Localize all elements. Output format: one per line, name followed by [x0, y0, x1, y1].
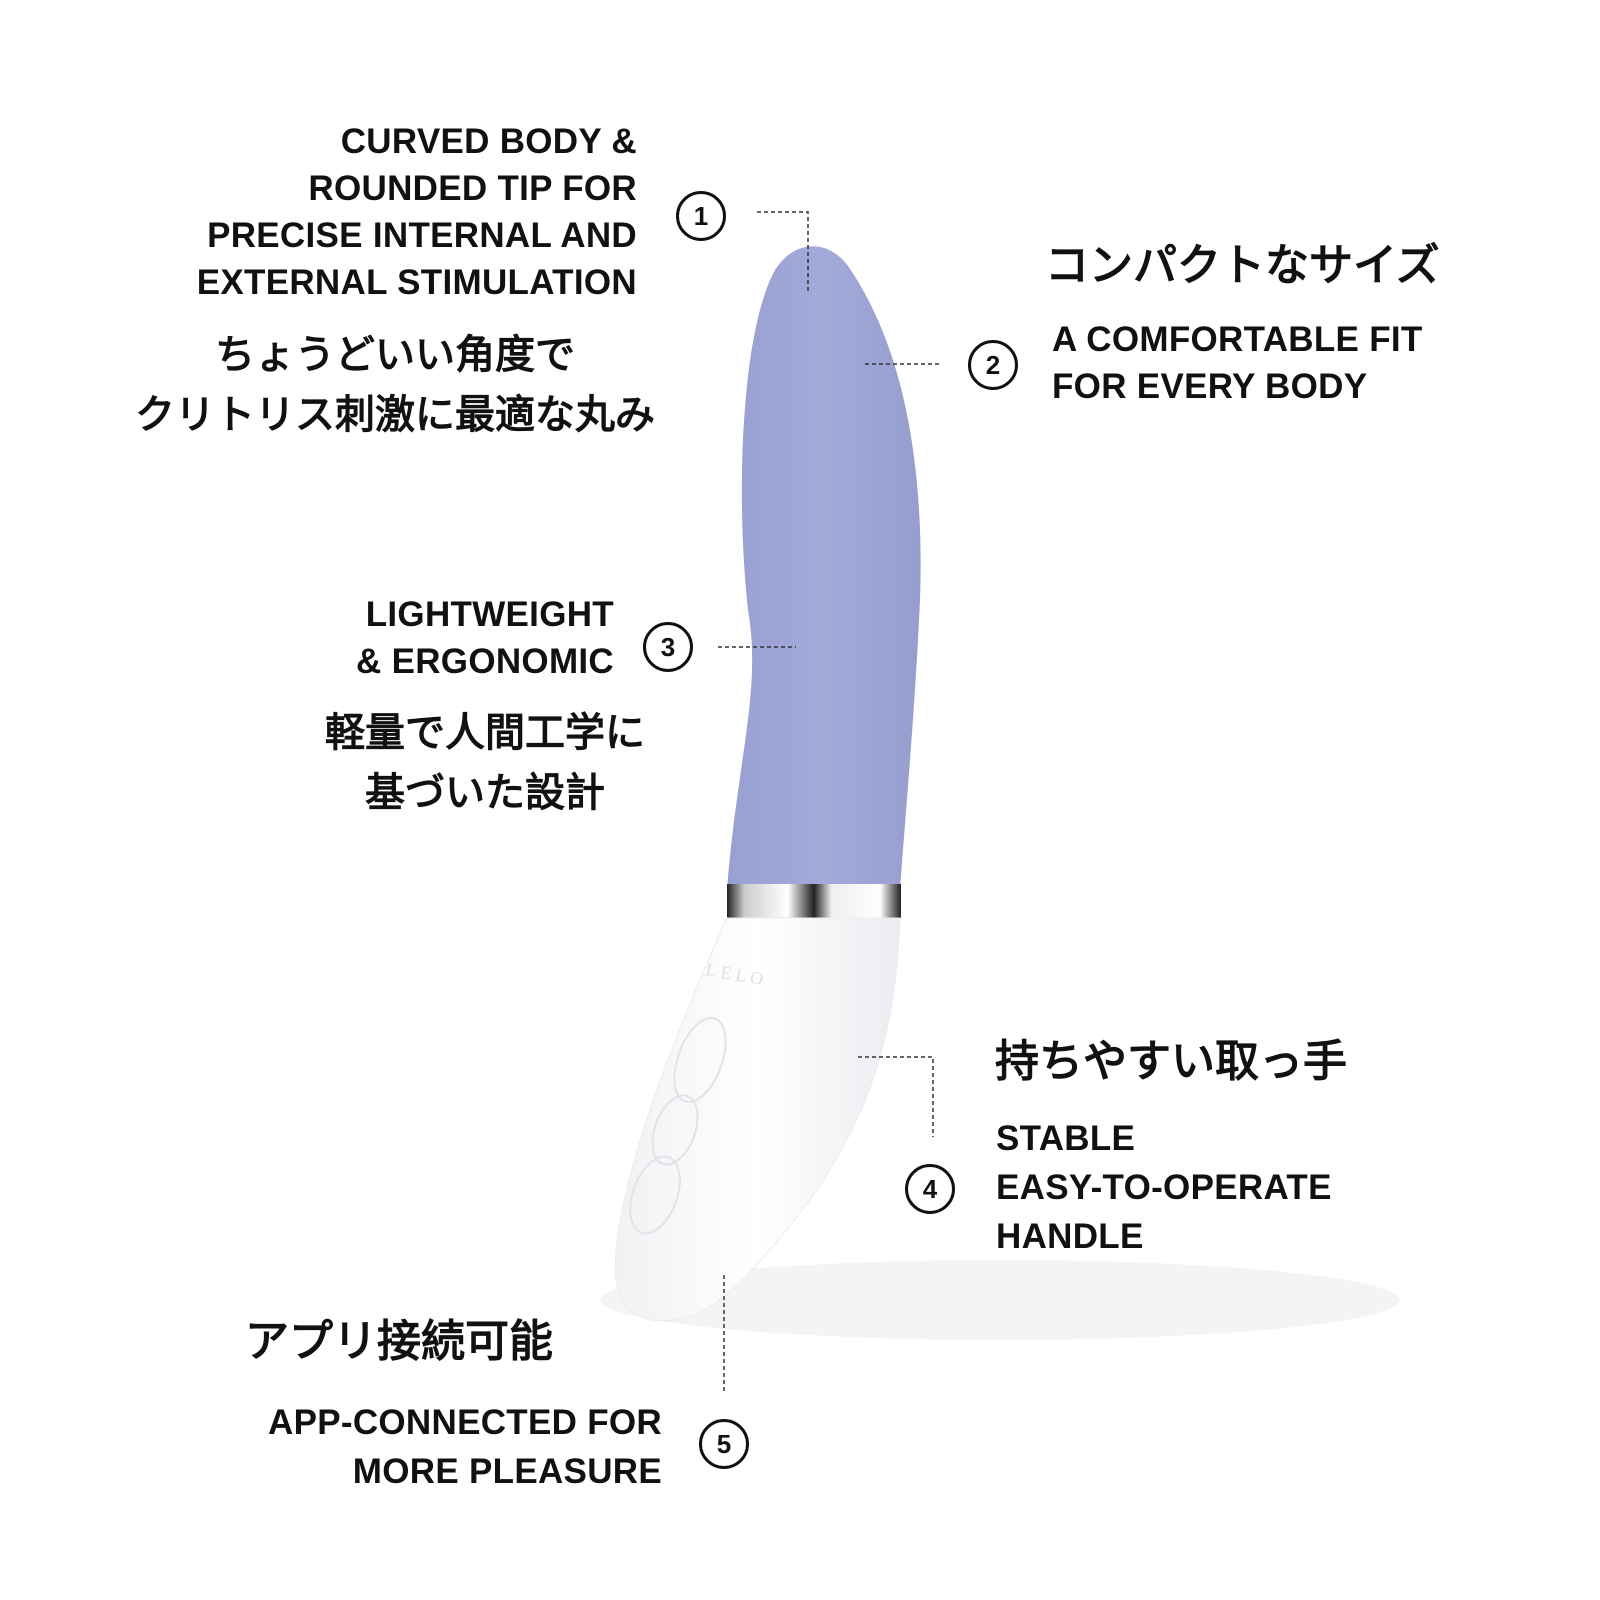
- control-buttons: [629, 1016, 727, 1235]
- text-line: 基づいた設計: [365, 770, 605, 816]
- text-line: クリトリス刺激に最適な丸み: [135, 392, 655, 438]
- callout-number-1: 1: [676, 191, 726, 241]
- text-line: ちょうどいい角度で: [215, 332, 575, 378]
- text-line: MORE PLEASURE: [352, 1452, 662, 1491]
- callout-number-5: 5: [699, 1419, 749, 1469]
- text-line: EXTERNAL STIMULATION: [196, 263, 637, 302]
- callout-5-japanese: アプリ接続可能: [245, 1312, 553, 1372]
- product-handle: [614, 917, 901, 1322]
- callout-1-english: CURVED BODY & ROUNDED TIP FOR PRECISE IN…: [197, 118, 637, 306]
- text-line: EASY-TO-OPERATE: [996, 1168, 1332, 1207]
- text-line: 軽量で人間工学に: [325, 710, 645, 756]
- text-line: 持ちやすい取っ手: [995, 1036, 1347, 1087]
- callout-1-japanese: ちょうどいい角度で クリトリス刺激に最適な丸み: [100, 325, 690, 445]
- text-line: コンパクトなサイズ: [1045, 240, 1440, 291]
- leader-lines: [718, 211, 942, 1392]
- callout-5-english: APP-CONNECTED FOR MORE PLEASURE: [268, 1398, 662, 1496]
- callout-number-3: 3: [643, 622, 693, 672]
- text-line: HANDLE: [996, 1217, 1144, 1256]
- text-line: STABLE: [996, 1119, 1136, 1158]
- text-line: PRECISE INTERNAL AND: [207, 216, 637, 255]
- callout-2-english: A COMFORTABLE FIT FOR EVERY BODY: [1052, 316, 1423, 410]
- text-line: ROUNDED TIP FOR: [308, 169, 637, 208]
- text-line: A COMFORTABLE FIT: [1052, 320, 1423, 359]
- text-line: & ERGONOMIC: [355, 642, 614, 681]
- shadow: [600, 1260, 1400, 1340]
- callout-number-4: 4: [905, 1164, 955, 1214]
- callout-3-english: LIGHTWEIGHT & ERGONOMIC: [356, 591, 614, 685]
- callout-2-japanese: コンパクトなサイズ: [1045, 236, 1440, 296]
- text-line: CURVED BODY &: [340, 122, 637, 161]
- metal-band: [727, 884, 901, 918]
- text-line: LIGHTWEIGHT: [365, 595, 614, 634]
- callout-4-japanese: 持ちやすい取っ手: [995, 1032, 1347, 1092]
- text-line: アプリ接続可能: [245, 1316, 553, 1367]
- product-shaft: [727, 246, 921, 890]
- callout-4-english: STABLE EASY-TO-OPERATE HANDLE: [996, 1114, 1332, 1261]
- callout-number-2: 2: [968, 340, 1018, 390]
- text-line: FOR EVERY BODY: [1052, 367, 1368, 406]
- callout-3-japanese: 軽量で人間工学に 基づいた設計: [300, 703, 670, 823]
- text-line: APP-CONNECTED FOR: [268, 1403, 662, 1442]
